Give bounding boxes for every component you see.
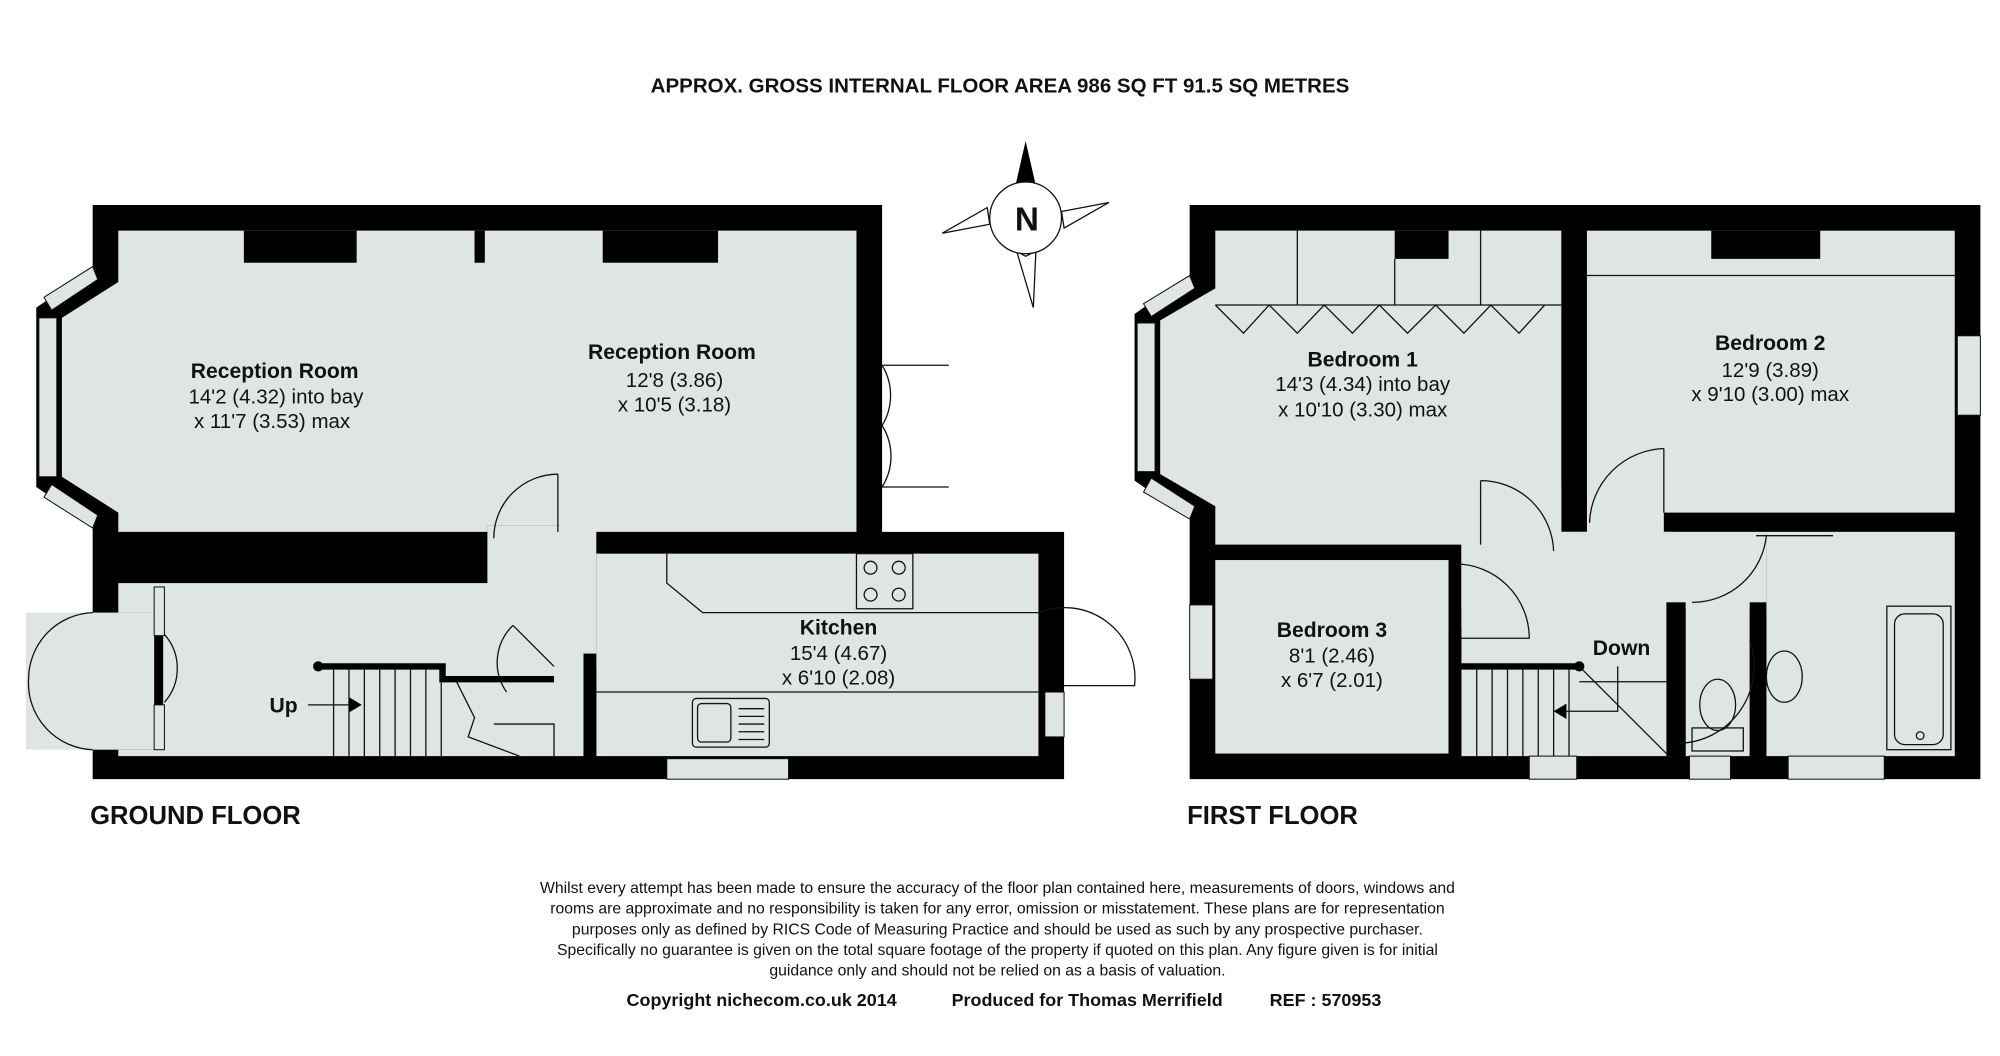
ground-floor-plan: Up Reception Room 14'2 (4.32) into bay x… (26, 205, 1136, 830)
north-compass-icon: N (942, 140, 1110, 308)
svg-text:Kitchen: Kitchen (800, 616, 877, 639)
svg-text:Reception Room: Reception Room (191, 360, 359, 383)
svg-text:x 6'7 (2.01): x 6'7 (2.01) (1281, 669, 1383, 692)
svg-text:Reception Room: Reception Room (588, 341, 756, 364)
svg-text:Bedroom 2: Bedroom 2 (1715, 332, 1825, 355)
svg-text:Whilst every attempt has been: Whilst every attempt has been made to en… (540, 880, 1455, 897)
svg-text:x 10'5 (3.18): x 10'5 (3.18) (618, 393, 731, 416)
svg-text:14'2 (4.32) into bay: 14'2 (4.32) into bay (188, 386, 364, 409)
room-label-bedroom-3: Bedroom 3 8'1 (2.46) x 6'7 (2.01) (1277, 619, 1387, 692)
hob-icon (855, 552, 914, 610)
svg-text:guidance only and should not b: guidance only and should not be relied o… (769, 962, 1225, 979)
up-label: Up (270, 695, 298, 718)
svg-text:x 6'10 (2.08): x 6'10 (2.08) (782, 666, 895, 689)
svg-text:15'4 (4.67): 15'4 (4.67) (790, 642, 887, 665)
svg-text:12'9 (3.89): 12'9 (3.89) (1722, 359, 1819, 382)
sink-icon (691, 697, 770, 748)
reference: REF : 570953 (1270, 990, 1382, 1010)
ground-floor-label: GROUND FLOOR (90, 802, 301, 830)
svg-text:rooms are approximate and no r: rooms are approximate and no responsibil… (550, 901, 1444, 918)
svg-text:Bedroom 1: Bedroom 1 (1308, 349, 1419, 372)
svg-text:Bedroom 3: Bedroom 3 (1277, 619, 1387, 642)
ground-stairs: Up (270, 661, 555, 757)
basin-icon (1765, 650, 1803, 703)
room-label-reception-2: Reception Room 12'8 (3.86) x 10'5 (3.18) (588, 341, 756, 417)
svg-text:12'8 (3.86): 12'8 (3.86) (626, 369, 723, 392)
bath-icon (1886, 605, 1952, 751)
room-label-bedroom-2: Bedroom 2 12'9 (3.89) x 9'10 (3.00) max (1691, 332, 1849, 406)
floor-area-title: APPROX. GROSS INTERNAL FLOOR AREA 986 SQ… (651, 74, 1350, 97)
svg-text:purposes only as defined by RI: purposes only as defined by RICS Code of… (572, 921, 1423, 938)
first-floor-plan: Down Bedroom 1 14'3 (4.34) into bay x 10… (1134, 205, 1981, 830)
room-label-kitchen: Kitchen 15'4 (4.67) x 6'10 (2.08) (782, 616, 895, 689)
svg-text:N: N (1015, 202, 1039, 239)
svg-text:14'3 (4.34) into bay: 14'3 (4.34) into bay (1275, 373, 1451, 396)
svg-text:Specifically no guarantee is g: Specifically no guarantee is given on th… (557, 942, 1438, 959)
first-stairs: Down (1461, 637, 1667, 757)
copyright: Copyright nichecom.co.uk 2014 (627, 990, 897, 1010)
down-label: Down (1593, 637, 1651, 660)
disclaimer: Whilst every attempt has been made to en… (540, 880, 1455, 979)
room-label-reception-1: Reception Room 14'2 (4.32) into bay x 11… (188, 360, 364, 433)
svg-text:8'1 (2.46): 8'1 (2.46) (1289, 645, 1375, 668)
room-label-bedroom-1: Bedroom 1 14'3 (4.34) into bay x 10'10 (… (1275, 349, 1451, 422)
svg-text:x 9'10 (3.00) max: x 9'10 (3.00) max (1691, 383, 1849, 406)
svg-text:x 11'7 (3.53) max: x 11'7 (3.53) max (194, 410, 351, 433)
produced-for: Produced for Thomas Merrifield (952, 990, 1223, 1010)
toilet-icon (1691, 678, 1744, 752)
first-floor-label: FIRST FLOOR (1187, 802, 1358, 830)
svg-text:x 10'10 (3.30) max: x 10'10 (3.30) max (1278, 399, 1448, 422)
